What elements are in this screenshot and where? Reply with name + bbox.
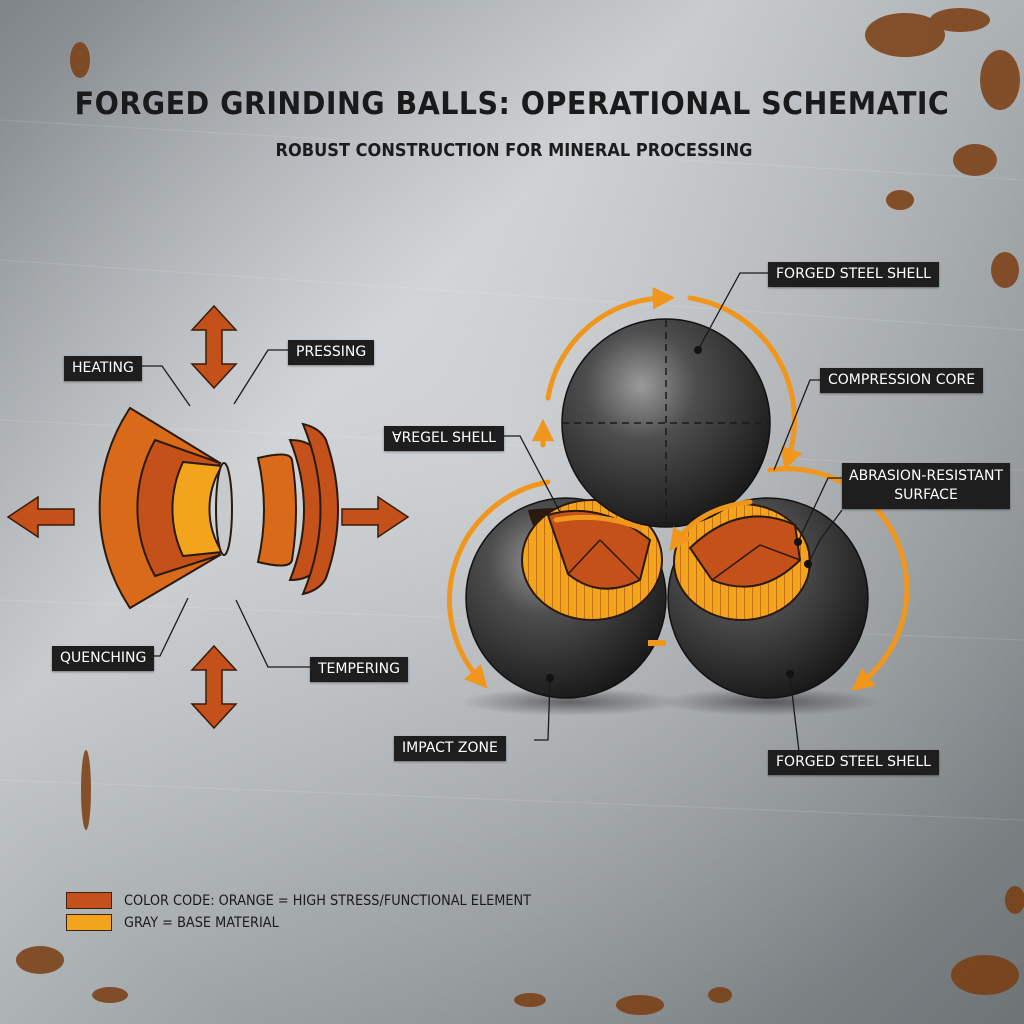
right-arrow-icon — [341, 495, 410, 539]
page-subtitle: ROBUST CONSTRUCTION FOR MINERAL PROCESSI… — [275, 140, 753, 161]
process-leader-lines — [138, 349, 312, 668]
label-pressing: PRESSING — [288, 340, 375, 365]
leader-dots — [546, 346, 812, 682]
vertical-arrow-top-icon — [190, 304, 238, 390]
rotation-arrows — [447, 286, 910, 691]
legend-swatch-orange — [66, 892, 112, 909]
label-heating: HEATING — [64, 356, 142, 381]
legend-text-orange: COLOR CODE: ORANGE = HIGH STRESS/FUNCTIO… — [124, 892, 532, 909]
label-abrasion-line2: SURFACE — [894, 487, 958, 503]
contact-point-marker — [648, 640, 666, 646]
process-crescent-inner — [256, 453, 297, 567]
legend-swatch-gray — [66, 914, 112, 931]
label-quenching: QUENCHING — [52, 646, 155, 671]
label-tempering: TEMPERING — [310, 657, 408, 682]
top-ball-crosshair — [562, 320, 770, 526]
label-forged-steel-shell-bottom: FORGED STEEL SHELL — [768, 750, 939, 775]
cutaway-right — [673, 503, 811, 621]
page-title: FORGED GRINDING BALLS: OPERATIONAL SCHEM… — [74, 86, 950, 122]
legend-text-gray: GRAY = BASE MATERIAL — [124, 914, 279, 931]
cutaway-left — [521, 499, 663, 621]
label-forged-steel-shell-top: FORGED STEEL SHELL — [768, 262, 939, 287]
rust-patches — [16, 8, 1024, 1015]
label-abrasion-line1: ABRASION-RESISTANT — [849, 468, 1004, 484]
process-crescent-outer — [301, 422, 339, 596]
legend-row-orange: COLOR CODE: ORANGE = HIGH STRESS/FUNCTIO… — [66, 892, 566, 909]
label-abrasion-resistant-surface: ABRASION-RESISTANT SURFACE — [842, 463, 1011, 509]
left-arrow-icon — [6, 495, 75, 539]
label-impact-zone: IMPACT ZONE — [394, 736, 506, 761]
legend-row-gray: GRAY = BASE MATERIAL — [66, 914, 292, 931]
label-forged-shell-left: ⱯREGEL SHELL — [384, 426, 504, 451]
vertical-arrow-bottom-icon — [190, 644, 238, 730]
label-compression-core: COMPRESSION CORE — [820, 368, 984, 393]
process-center-cavity — [215, 462, 233, 556]
